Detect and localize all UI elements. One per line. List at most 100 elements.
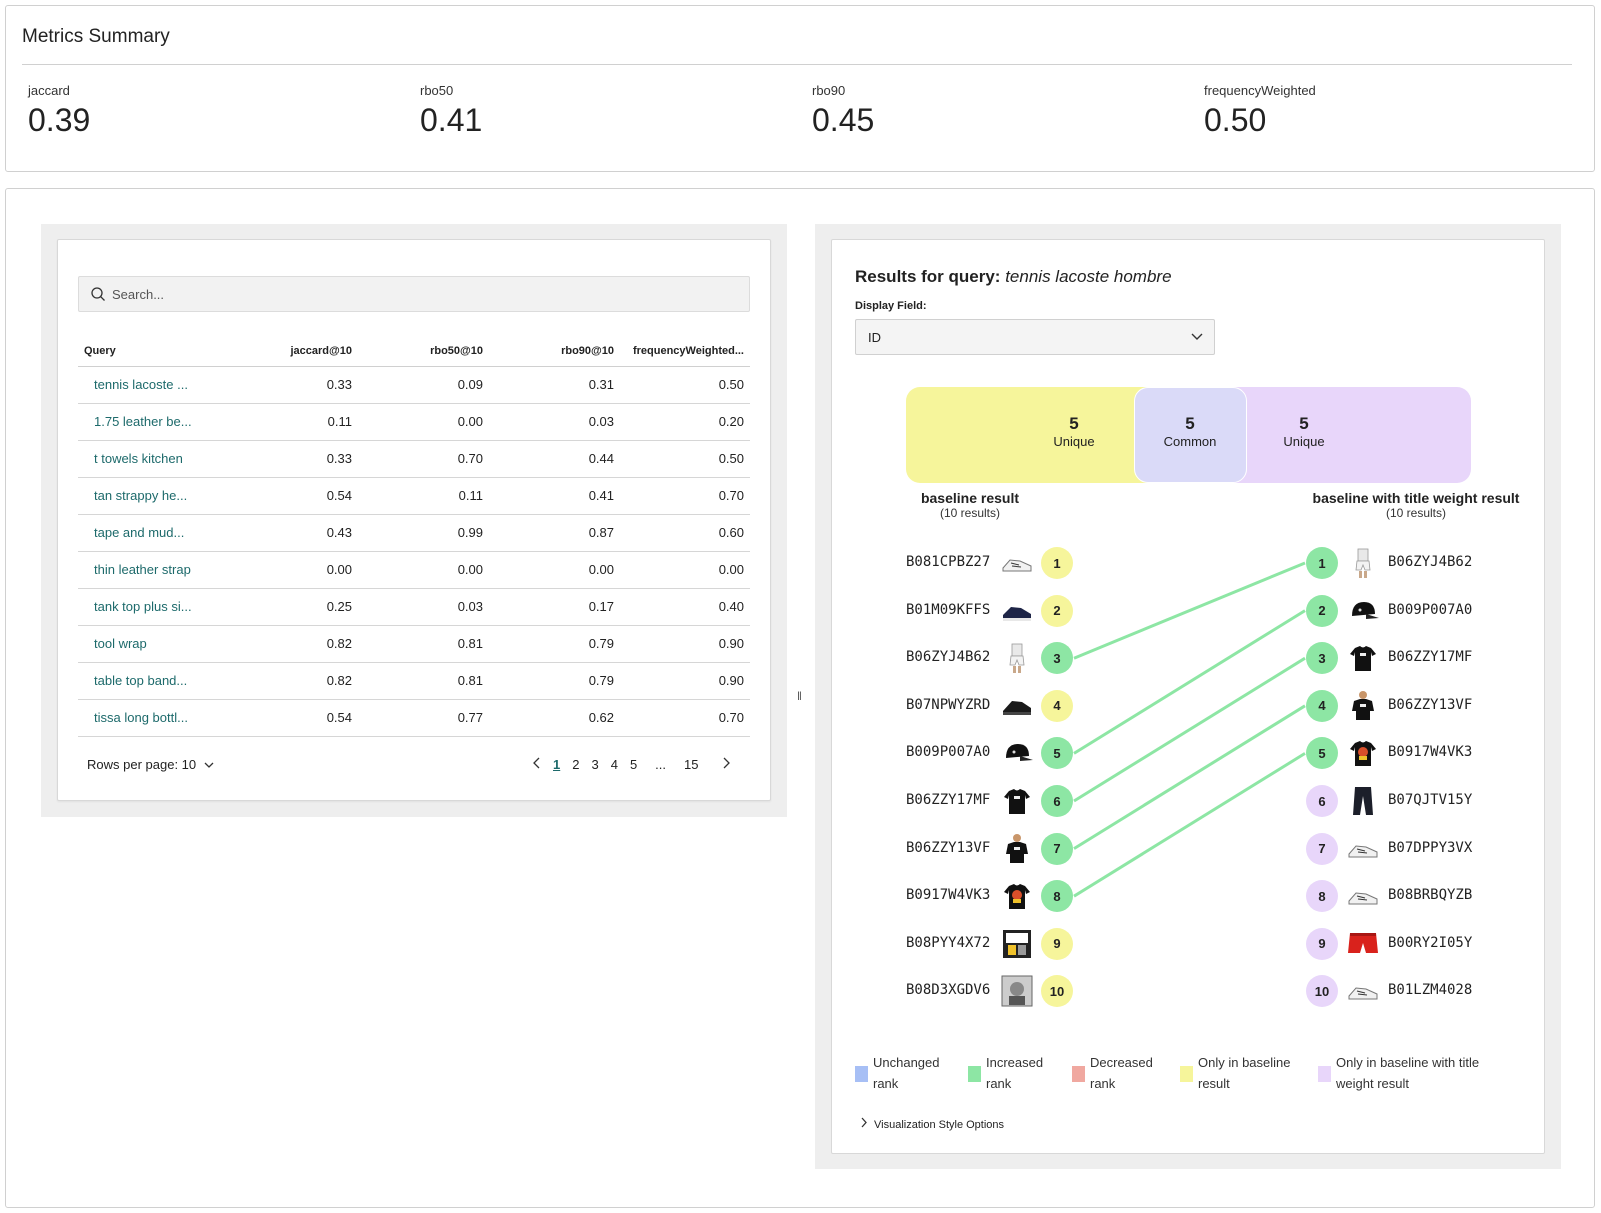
query-link[interactable]: tan strappy he...	[78, 477, 228, 515]
left-rank-badge[interactable]: 5	[1041, 737, 1073, 770]
right-rank-badge[interactable]: 8	[1306, 880, 1338, 913]
left-rank-badge[interactable]: 4	[1041, 689, 1073, 722]
left-rank-badge[interactable]: 7	[1041, 832, 1073, 865]
right-result-id[interactable]: B06ZZY13VF	[1388, 696, 1473, 713]
query-link[interactable]: t towels kitchen	[78, 440, 228, 478]
cell-rbo50: 0.81	[358, 625, 489, 663]
query-link[interactable]: tool wrap	[78, 625, 228, 663]
metrics-summary-title: Metrics Summary	[22, 26, 170, 47]
right-rank-badge[interactable]: 5	[1306, 737, 1338, 770]
right-result-id[interactable]: B06ZZY17MF	[1388, 649, 1473, 666]
query-link[interactable]: table top band...	[78, 662, 228, 700]
right-rank-badge[interactable]: 10	[1306, 975, 1338, 1008]
resize-handle[interactable]: ‖	[797, 689, 802, 703]
right-rank-badge[interactable]: 7	[1306, 832, 1338, 865]
right-rank-badge[interactable]: 3	[1306, 642, 1338, 675]
right-rank-badge[interactable]: 1	[1306, 547, 1338, 579]
right-result-id[interactable]: B0917W4VK3	[1388, 744, 1473, 761]
right-result-id[interactable]: B00RY2I05Y	[1388, 934, 1473, 951]
left-result-id[interactable]: B06ZZY13VF	[906, 839, 991, 856]
page-button-5[interactable]: 5	[629, 757, 638, 772]
left-rank-badge[interactable]: 10	[1041, 975, 1073, 1008]
left-result-id[interactable]: B06ZZY17MF	[906, 792, 991, 808]
cell-rbo50: 0.77	[358, 699, 489, 737]
column-header-query[interactable]: Query	[78, 336, 228, 367]
shorts-red-icon	[1346, 927, 1380, 961]
left-rank-badge[interactable]: 3	[1041, 642, 1073, 675]
right-result-id[interactable]: B07DPPY3VX	[1388, 839, 1473, 856]
page-button-15[interactable]: 15	[684, 757, 699, 772]
right-result-id[interactable]: B08BRBQYZB	[1388, 887, 1473, 904]
query-link[interactable]: tissa long bottl...	[78, 699, 228, 737]
venn-common-text: 5 Common	[1140, 414, 1240, 449]
chevron-left-icon	[533, 757, 540, 769]
left-result-id[interactable]: B07NPWYZRD	[906, 696, 991, 713]
left-result-id[interactable]: B06ZYJ4B62	[906, 649, 991, 666]
sneaker-white-icon	[1000, 546, 1034, 580]
cell-rbo90: 0.17	[489, 588, 620, 626]
prev-page-button[interactable]	[533, 757, 541, 772]
tshirt-black-icon	[1346, 641, 1380, 675]
left-result-id[interactable]: B08D3XGDV6	[906, 982, 991, 999]
cell-frequency-weighted: 0.70	[620, 699, 750, 737]
tshirt-person-icon	[1000, 832, 1034, 866]
left-result-id[interactable]: B08PYY4X72	[906, 934, 991, 951]
page-button-4[interactable]: 4	[610, 757, 618, 772]
display-field-select[interactable]: ID	[855, 319, 1215, 355]
right-result-id[interactable]: B009P007A0	[1388, 601, 1473, 618]
cell-rbo90: 0.87	[489, 514, 620, 552]
visualization-style-options-toggle[interactable]: Visualization Style Options	[860, 1117, 1004, 1131]
query-link[interactable]: tape and mud...	[78, 514, 228, 552]
column-header-frequency-weighted[interactable]: frequencyWeighted...	[620, 336, 750, 367]
page-button-2[interactable]: 2	[572, 757, 580, 772]
left-result-id[interactable]: B01M09KFFS	[906, 601, 991, 618]
query-link[interactable]: tank top plus si...	[78, 588, 228, 626]
right-rank-badge[interactable]: 2	[1306, 594, 1338, 627]
right-rank-badge[interactable]: 6	[1306, 785, 1338, 817]
left-rank-badge[interactable]: 2	[1041, 594, 1073, 627]
query-link[interactable]: 1.75 leather be...	[78, 403, 228, 441]
left-result-id[interactable]: B009P007A0	[906, 744, 991, 761]
column-header-rbo50[interactable]: rbo50@10	[358, 336, 489, 367]
search-input[interactable]	[112, 277, 732, 311]
rows-per-page-select[interactable]: Rows per page: 10	[87, 757, 214, 772]
query-link[interactable]: thin leather strap	[78, 551, 228, 589]
right-result-id[interactable]: B06ZYJ4B62	[1388, 554, 1473, 570]
cell-rbo50: 0.11	[358, 477, 489, 515]
next-page-button[interactable]	[722, 757, 731, 772]
cell-jaccard: 0.33	[228, 440, 358, 478]
legend-swatch	[1318, 1066, 1331, 1082]
left-result-id[interactable]: B0917W4VK3	[906, 887, 991, 904]
legend-swatch	[855, 1066, 868, 1082]
left-rank-badge[interactable]: 1	[1041, 547, 1073, 579]
left-result-id[interactable]: B081CPBZ27	[906, 554, 991, 570]
sneaker-black-icon	[1000, 689, 1034, 723]
right-rank-badge[interactable]: 4	[1306, 689, 1338, 722]
legend-label-line: Unchanged	[873, 1055, 940, 1070]
right-column-header: baseline with title weight result (10 re…	[1296, 490, 1536, 520]
left-rank-badge[interactable]: 9	[1041, 927, 1073, 960]
column-header-jaccard[interactable]: jaccard@10	[228, 336, 358, 367]
page-button-3[interactable]: 3	[591, 757, 599, 772]
query-link[interactable]: tennis lacoste ...	[78, 366, 228, 404]
left-rank-badge[interactable]: 6	[1041, 785, 1073, 817]
cell-rbo90: 0.00	[489, 551, 620, 589]
right-result-id[interactable]: B07QJTV15Y	[1388, 792, 1473, 808]
column-header-rbo90[interactable]: rbo90@10	[489, 336, 620, 367]
page-button-1[interactable]: 1	[553, 757, 561, 772]
right-result-id[interactable]: B01LZM4028	[1388, 982, 1473, 999]
right-rank-badge[interactable]: 9	[1306, 927, 1338, 960]
cell-frequency-weighted: 0.40	[620, 588, 750, 626]
left-rank-badge[interactable]: 8	[1041, 880, 1073, 913]
